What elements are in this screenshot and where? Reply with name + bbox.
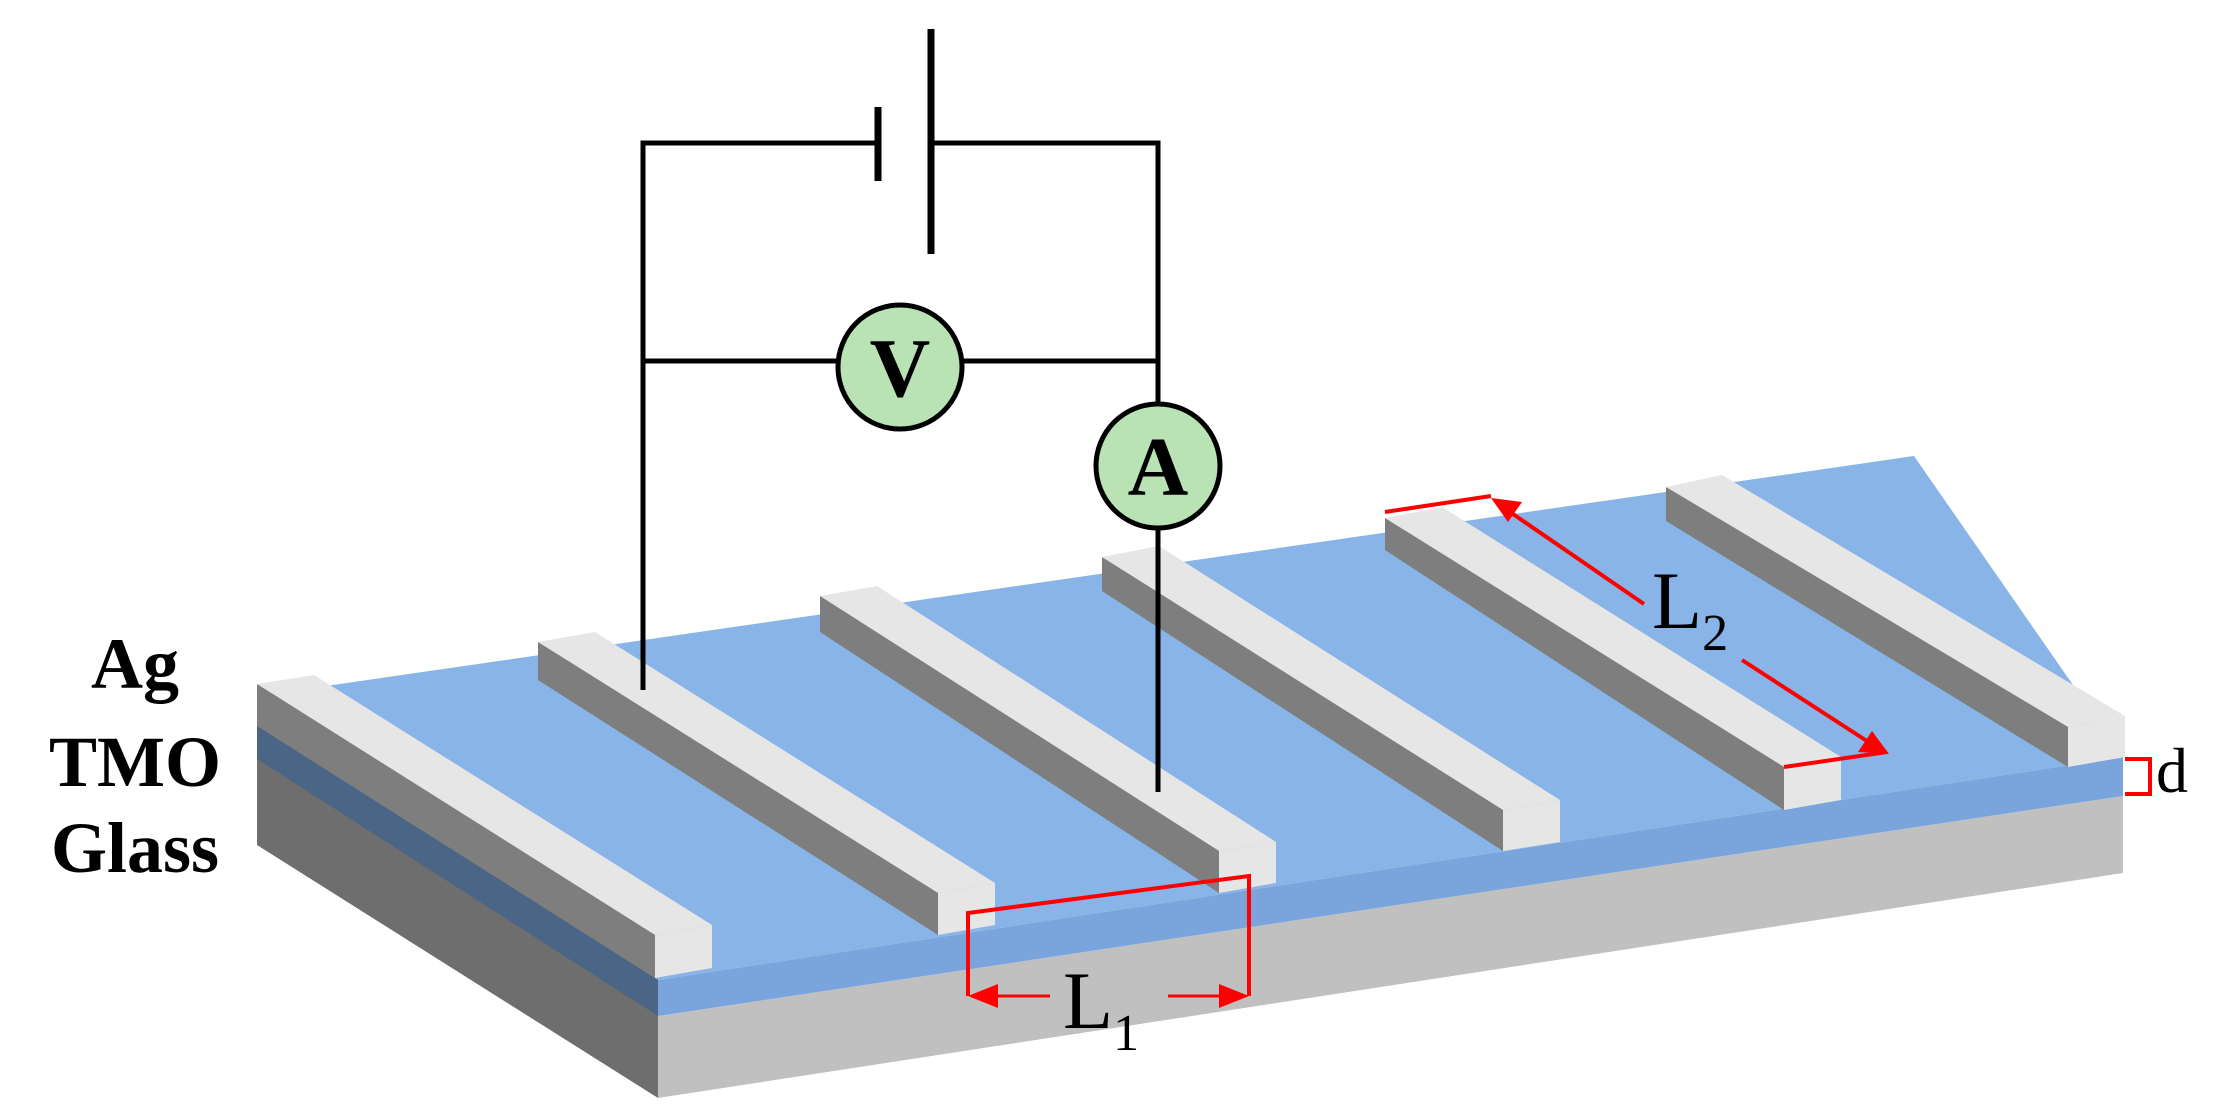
d-bracket — [2125, 757, 2152, 796]
l2-arrow-front — [1740, 658, 1872, 745]
ammeter: A — [1093, 401, 1223, 531]
l2-arrow-back — [1508, 510, 1646, 606]
ammeter-circle — [1093, 401, 1223, 531]
l2-label: L2 — [1652, 555, 1728, 662]
layer-labels: Ag TMO Glass — [49, 624, 221, 888]
layer-label-glass: Glass — [51, 808, 219, 888]
ag-electrode — [1102, 546, 1560, 851]
glass-front-face — [658, 796, 2123, 1098]
l2-front-edge — [1783, 750, 1888, 769]
tmo-top-face — [257, 456, 2123, 980]
tmo-layer — [257, 456, 2123, 1016]
l2-arrowhead-front — [1858, 731, 1889, 754]
voltmeter: V — [835, 302, 965, 432]
ag-electrode — [1385, 507, 1841, 810]
ag-electrode — [1666, 475, 2125, 767]
voltmeter-circle — [835, 302, 965, 432]
voltmeter-label: V — [870, 322, 931, 415]
ammeter-label: A — [1128, 421, 1189, 514]
l1-arrowhead-right — [1219, 984, 1249, 1008]
ag-electrode — [257, 675, 712, 978]
d-dimension: d — [2125, 735, 2188, 806]
l2-dimension: L2 — [1384, 494, 1889, 769]
battery-icon — [874, 29, 935, 254]
l1-bracket — [966, 873, 1251, 996]
layer-label-ag: Ag — [91, 624, 179, 704]
layer-label-tmo: TMO — [49, 722, 221, 802]
l1-dimension: L1 — [966, 873, 1251, 1062]
left-wire — [640, 140, 878, 690]
right-wire — [931, 140, 1161, 405]
l1-label: L1 — [1063, 955, 1139, 1062]
tmo-side-face — [257, 726, 658, 1016]
ag-electrodes — [257, 475, 2125, 978]
ag-electrode — [538, 632, 995, 935]
circuit-wires — [640, 140, 1161, 792]
l2-arrowhead-back — [1491, 498, 1522, 522]
l1-arrowhead-left — [968, 984, 998, 1008]
tmo-front-face — [658, 757, 2123, 1016]
l2-back-edge — [1384, 494, 1492, 514]
ag-electrode — [820, 586, 1276, 893]
d-label: d — [2156, 735, 2188, 806]
